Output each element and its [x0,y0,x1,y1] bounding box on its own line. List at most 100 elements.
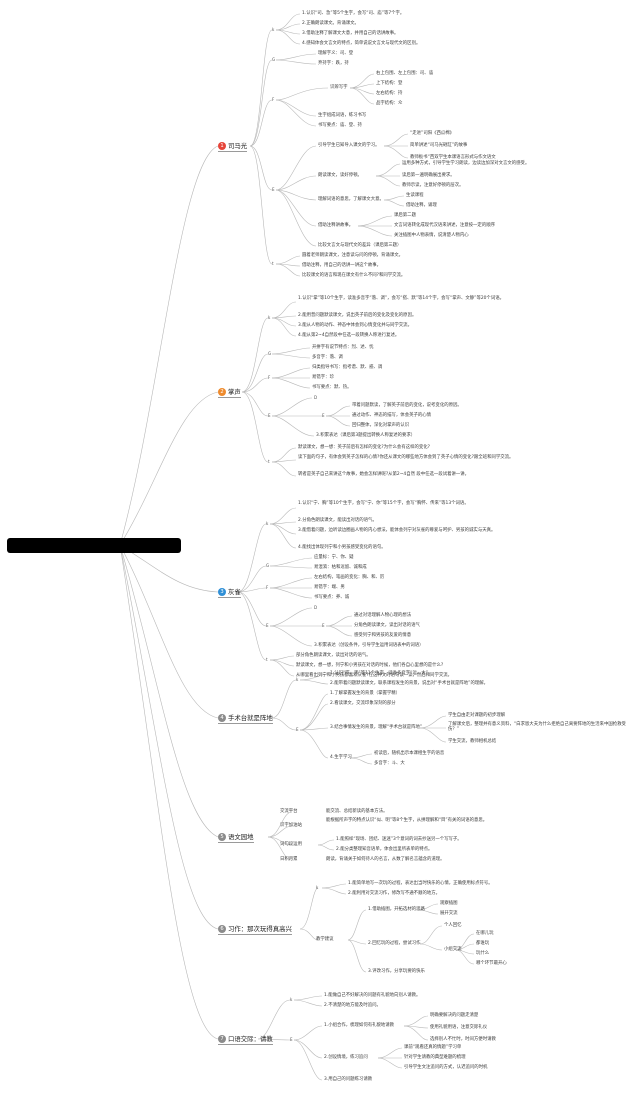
branch-6[interactable]: 6 习作：那次玩得真高兴 [218,924,292,935]
node: 圆着老师朗读课文，注意读与问的停顿，背诵课文。 [302,253,403,258]
node: 个人回忆 [444,923,462,928]
node-label: G [272,57,276,62]
node: 借助注释，诵理 [406,203,437,208]
node: 转者是英子自己来讲这个故事，她会怎样讲呢?从第2~4自然 段中任选一段试着讲一讲… [298,472,470,477]
node-label: t [268,459,270,464]
node: 1.能照样“现场、团结、迷迷”3个意词的词去抄送另一个写写子。 [336,837,462,842]
node: 感受列宁和男孩的友爱的情意 [354,633,412,638]
node: 上下结构：登 [376,81,403,86]
node: 4.感知体会文言文的特点，简单说说文言文与现代文的区别。 [302,41,421,46]
node-label: E [290,1037,293,1042]
node: 课后第二题 [394,213,416,218]
node: 右上包围、左上包围：司、庙 [376,71,434,76]
branch-title: 手术台就是阵地 [228,714,273,722]
root-node[interactable] [7,538,181,553]
node: 3.积累表达（课后第3题提出转换人称复述的要求） [316,433,416,438]
branch-title: 司马光 [228,142,248,150]
node-label: k [268,315,271,320]
branch-title: 口语交际：请教 [228,1035,273,1043]
node: 左右结构，笔画的变化：胸、和、厉 [314,575,385,580]
node: 4.生字学习 [330,755,352,760]
node: 选择别人不忙时，时间方便时请教 [430,1037,496,1042]
node: 1.借助插图，开拓选材的思路 [368,907,425,912]
node: 3.积累表达（创设条件，引导学生运用词语表中的词语） [314,643,424,648]
node-label: k [316,885,319,890]
node: 小组交流 [444,947,462,952]
node: 2.能带着问题默读课文，联系课程发生的背景，说出对“手术台就是阵地”的理解。 [330,681,489,686]
node: 3.借助注释了解课文大意，并用自己的话讲故事。 [302,31,399,36]
node: 教学建议 [316,937,334,942]
node: 课前“观看还真的情题”学习单 [404,1045,462,1050]
node-label: E [272,187,275,192]
node: 品字结构：众 [376,101,403,106]
node: 1.了解掌握发生的背景（掌握学精） [330,691,401,696]
branch-7[interactable]: 7 口语交际：请教 [218,1034,273,1045]
node: 带着问题默读，了解英子前后的变化，说考变化的原因。 [352,403,462,408]
node: 关注插图中人物表情，说清楚人物内心 [394,233,469,238]
node-label: E [322,623,325,628]
node: 运用多种方式，引导学生学习朗读，边读边加深对文言文的感受。 [402,161,530,166]
node: 3.结合事情发生的背景，理解“手术台就是阵地” [330,725,423,730]
node: 借助注释讲故事。 [318,223,354,228]
node: 应量标：宁、你、疑 [314,555,354,560]
node: “走进”司阳《西瓜棉》 [410,131,455,136]
node: 2.能利用对交流习作，修改写不通不顺的地方。 [348,891,441,896]
branch-number-badge: 2 [218,387,226,396]
node: 左右结构：持 [376,91,403,96]
branch-5[interactable]: 5 语文园地 [218,832,254,843]
node-label: t [266,657,268,662]
branch-number-badge: 4 [218,713,226,722]
node-label: G [268,351,272,356]
node: 2.正确朗读课文。背诵课文。 [302,21,359,26]
node: 3.用自己的问题练习请教 [324,1077,373,1082]
node-label: F [272,97,275,102]
node: 通过对话理解人物心理的想法 [354,613,412,618]
node: 借助注释，用自己的话讲一讲这个故事。 [302,263,382,268]
node: 1.认识“掌”等10个生字，读准多音字“落、调”，会写“搭、默”等14个字，会写… [298,296,504,301]
node: 词句段运用 [280,842,302,847]
node: 易混淆：枯和逗留、诚和成 [314,565,367,570]
node: 2.创设情境，练习追问 [324,1055,368,1060]
branch-number-badge: 1 [218,141,226,150]
node-label: G [266,563,270,568]
node-label: E [268,413,271,418]
node: 读下面的句子，有体会到英子怎样的心情?你还从课文的哪些地方体会到了英子心情的变化… [298,455,514,460]
node: 教师示读，注意好停顿的层次。 [402,183,464,188]
node: 默读课文，想一想，列宁和小男孩在对话的时候，他们各自心里想的是什么? [296,663,444,668]
branch-1[interactable]: 1 司马光 [218,141,248,152]
node: 能交流、总结新读的基本方法。 [326,809,388,814]
branch-2[interactable]: 2 掌声 [218,387,241,398]
node: 部分角色朗读课文，读出对话的语气。 [296,653,371,658]
node: 归类指导书写：指考谱、默、惑、调 [312,365,383,370]
node: 比较文言文与现代文的差异（课后第三题） [318,243,402,248]
node: 玩什么 [476,951,490,956]
node: 朗读课文，读好停顿。 [318,173,362,178]
node-label: k [272,27,275,32]
branch-3[interactable]: 3 灰雀 [218,587,241,598]
node: 2.看读课文，交流印象深刻的部分 [330,701,396,706]
node: 明确要解决的问题走清楚 [430,1013,479,1018]
node: 分角色朗读课文，读出对话的语气 [354,623,420,628]
node: 多音字：斗、大 [374,761,405,766]
node: 理解字义：司、登 [318,51,354,56]
node: 1.能做自己不好解决的问题有礼貌地向别人请教。 [324,993,421,998]
node-label: k [290,997,293,1002]
node: 哪个环节最开心 [476,961,507,966]
node: 学生交流，教师相机总结 [448,739,497,744]
node: 开拼字有说节特点：烈、述、忧 [312,345,374,350]
node: 2.不清楚的地方能及时追问。 [324,1003,381,1008]
node: 1.认识“宁、胸”等10个生字，会写“宁、你”等15个字，会写“胸怀、传来”等1… [298,501,469,506]
node: 从哪里看出列宁和小男孩都喜欢灰雀?在这种文的语句读一读，然后和同学交流。 [296,673,453,678]
branch-title: 掌声 [228,388,241,396]
node: 针对学生请教的典型难题的梳理 [404,1055,466,1060]
node: 识字加油站 [280,823,302,828]
node: 3.能从人物的动作、神态中体会到心情变化并与同学交流。 [298,323,412,328]
branch-title: 灰雀 [228,588,241,596]
node: 易错字：珍 [312,375,334,380]
branch-4[interactable]: 4 手术台就是阵地 [218,713,273,724]
node: 文言词语转化成现代汉语来讲述，注意按一定的顺序 [394,223,495,228]
node: 交流平台 [280,809,298,814]
node: 2.回忆玩的过程，尝试习作 [368,941,421,946]
